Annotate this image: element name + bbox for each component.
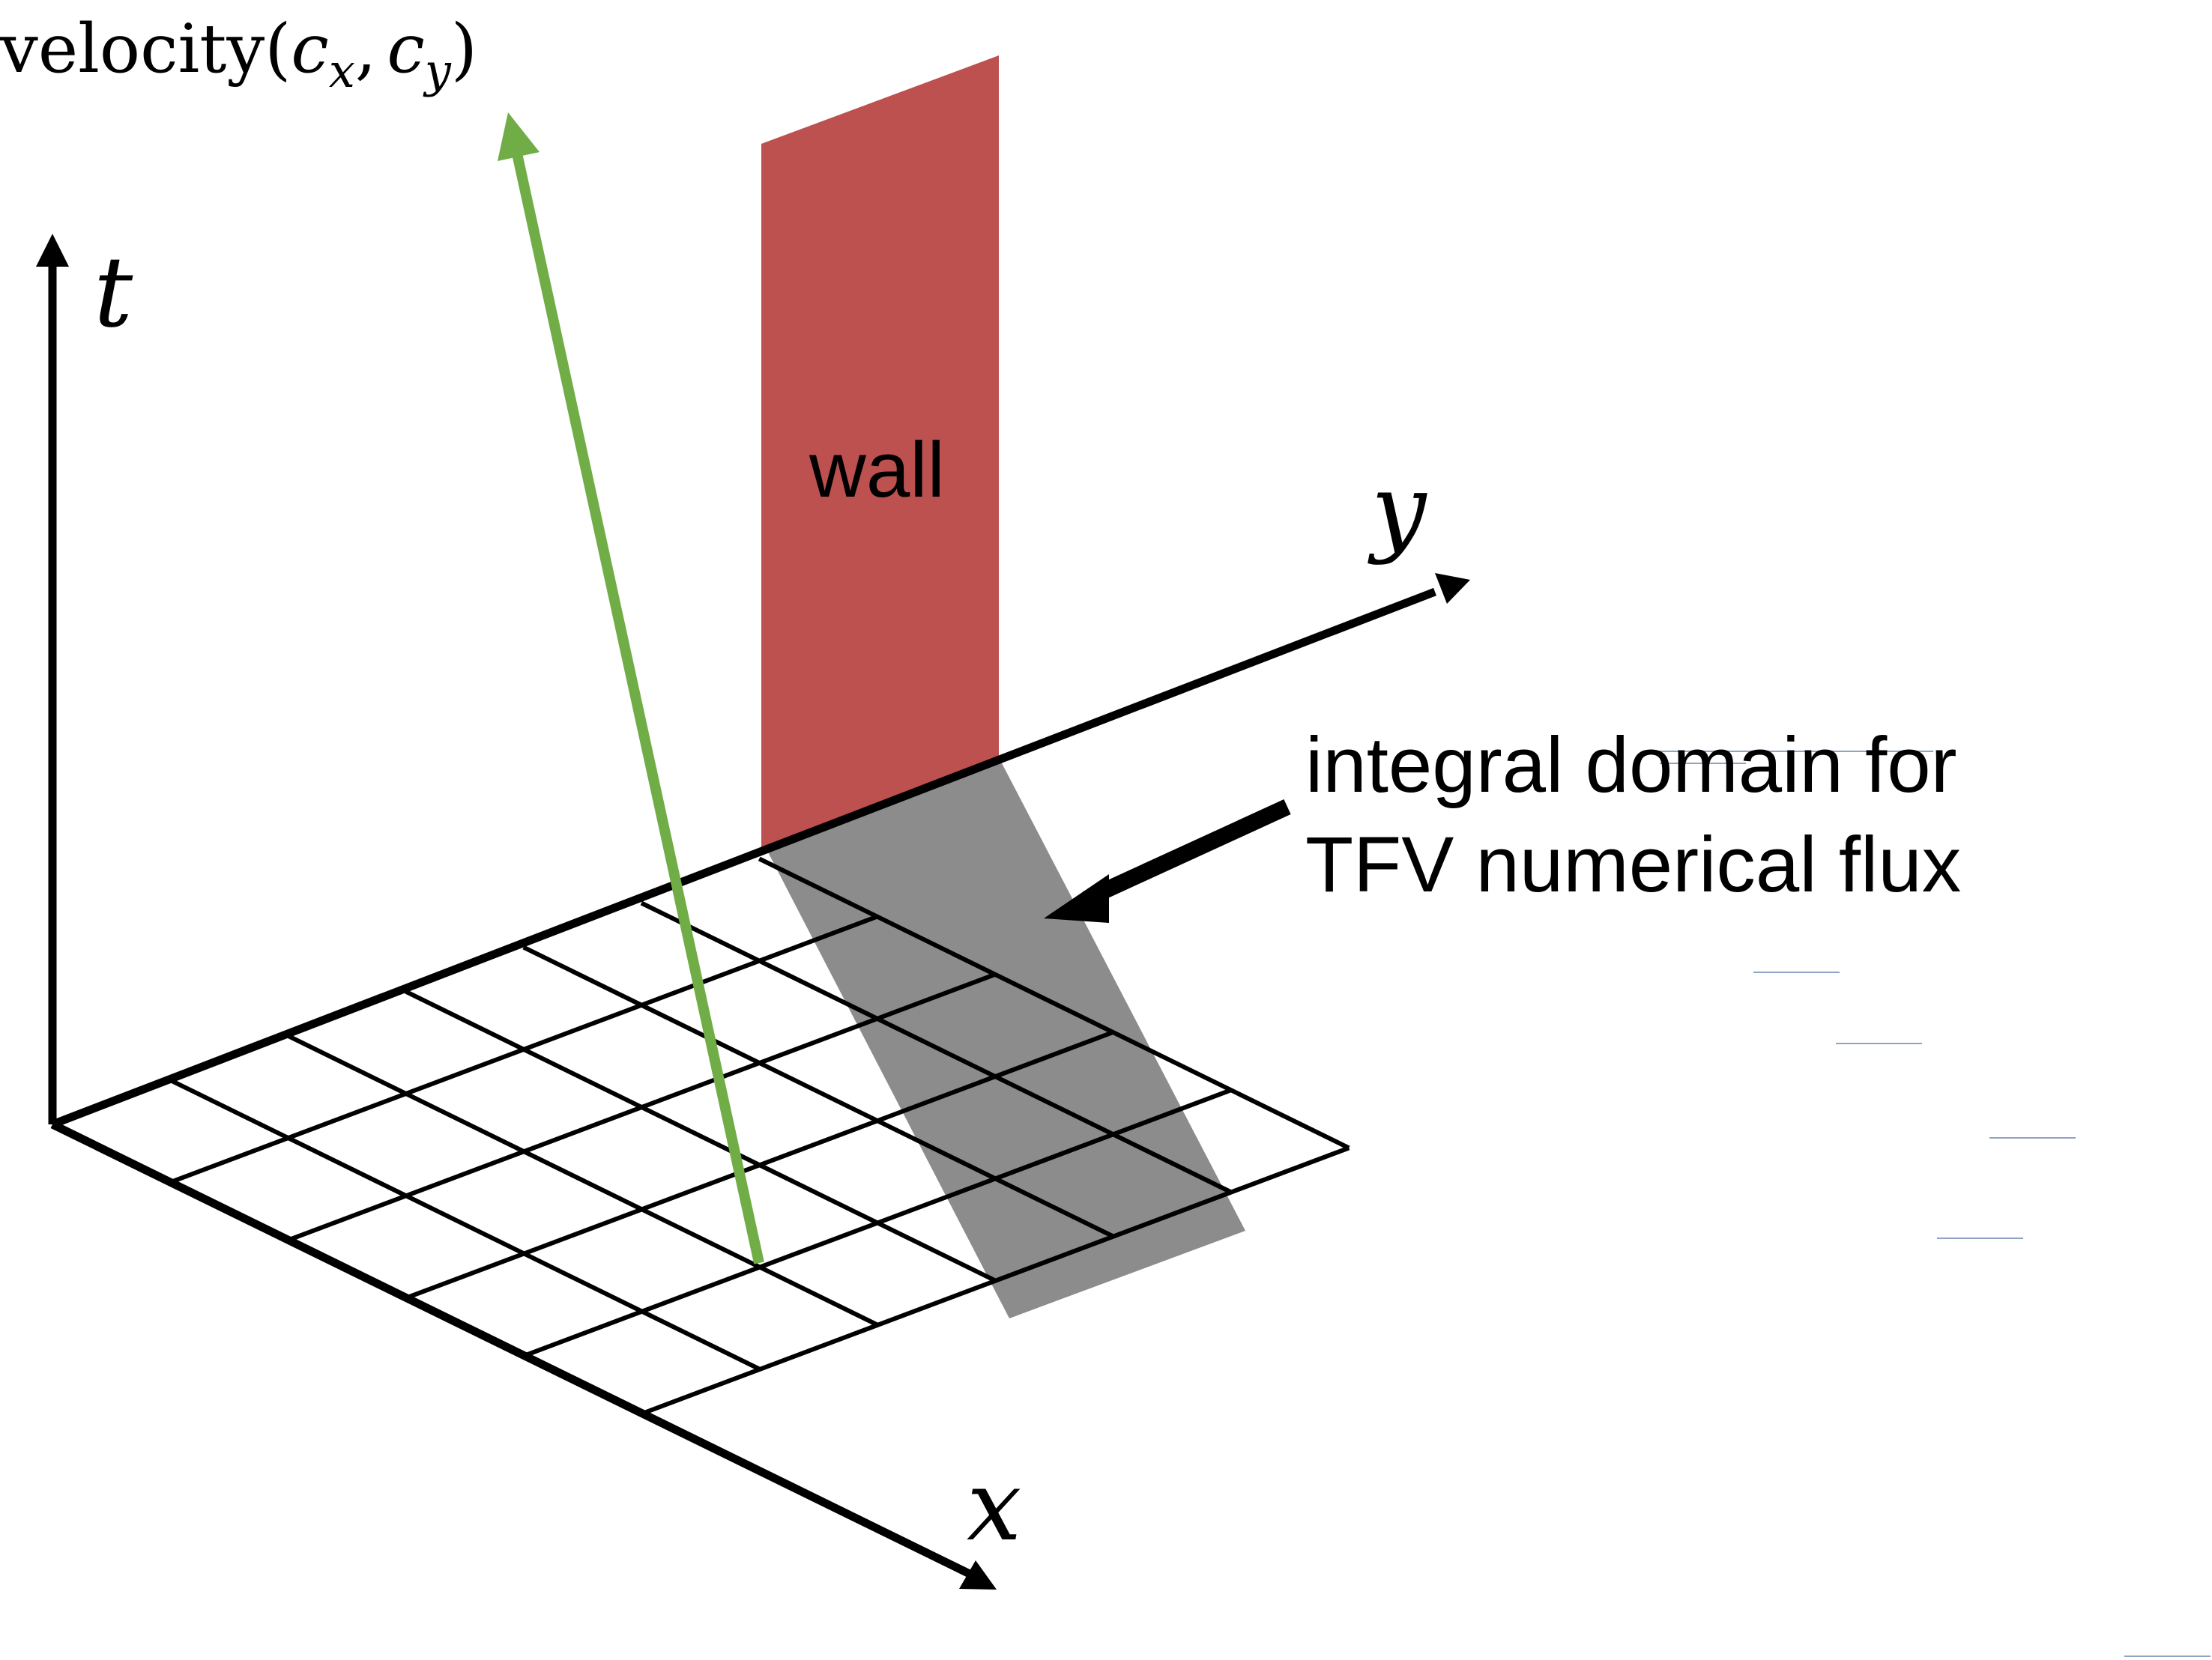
y-axis-label: y (1368, 452, 1427, 566)
integral-domain-region (766, 762, 1245, 1318)
velocity-label: velocity(cx,cy) (0, 10, 477, 98)
x-axis-arrowhead (959, 1560, 997, 1590)
domain-label-line2: TFV numerical flux (1305, 821, 1961, 909)
t-axis-label: t (94, 235, 133, 349)
grid-line-column (640, 900, 1233, 1195)
grid-line-column (405, 990, 997, 1283)
domain-pointer-arrow (1083, 799, 1291, 906)
y-axis-arrowhead (1435, 573, 1470, 604)
domain-label-line1: integral domain for (1305, 721, 1957, 809)
grid-line-column (758, 856, 1350, 1151)
grid-line-column (522, 945, 1115, 1239)
x-axis-line (50, 1121, 976, 1580)
velocity-arrow-line (512, 152, 764, 1264)
grid-line-column (169, 1078, 761, 1372)
grid-line-column (287, 1034, 879, 1327)
stray-marks (1649, 751, 2211, 1657)
y-axis-line (51, 587, 1436, 1129)
velocity-arrowhead (498, 112, 540, 161)
domain-pointer-arrowhead (1044, 874, 1109, 923)
grid (169, 856, 1350, 1416)
wall-plane (761, 55, 999, 851)
t-axis-arrowhead (36, 234, 69, 267)
x-axis-label: x (967, 1449, 1021, 1563)
wall-label: wall (809, 426, 945, 514)
